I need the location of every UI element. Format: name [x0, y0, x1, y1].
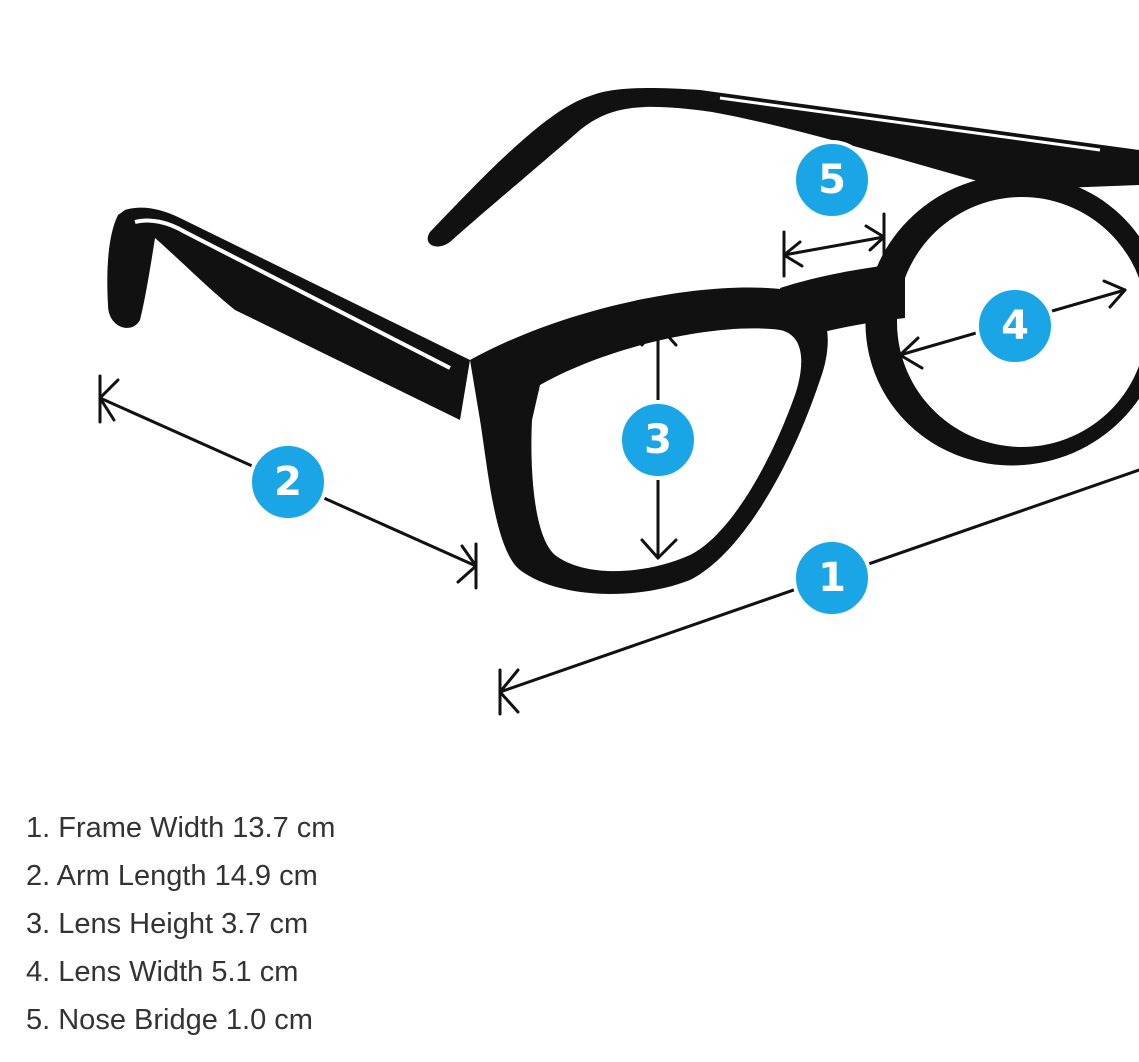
badge-lens-width: 4: [975, 286, 1055, 366]
svg-text:3: 3: [644, 417, 672, 463]
badge-frame-width: 1: [792, 538, 872, 618]
measurement-nose-bridge: 5. Nose Bridge 1.0 cm: [26, 1004, 313, 1036]
badge-arm-length: 2: [248, 442, 328, 522]
svg-text:4: 4: [1001, 303, 1029, 349]
near-temple-arm: [107, 207, 470, 420]
measurement-lens-width: 4. Lens Width 5.1 cm: [26, 956, 299, 988]
glasses-measurement-diagram: 1 2 3 4 5: [98, 88, 1139, 716]
measurement-list: 1. Frame Width 13.7 cm 2. Arm Length 14.…: [26, 804, 335, 1044]
far-temple-arm: [427, 88, 1139, 247]
nose-bridge-dimension: [782, 212, 886, 278]
measurement-arm-length: 2. Arm Length 14.9 cm: [26, 860, 318, 892]
svg-text:1: 1: [818, 555, 846, 601]
badge-nose-bridge: 5: [792, 140, 872, 220]
svg-text:5: 5: [818, 157, 846, 203]
badge-lens-height: 3: [618, 400, 698, 480]
measurement-lens-height: 3. Lens Height 3.7 cm: [26, 908, 309, 940]
measurement-frame-width: 1. Frame Width 13.7 cm: [26, 812, 336, 844]
svg-text:2: 2: [274, 459, 302, 505]
